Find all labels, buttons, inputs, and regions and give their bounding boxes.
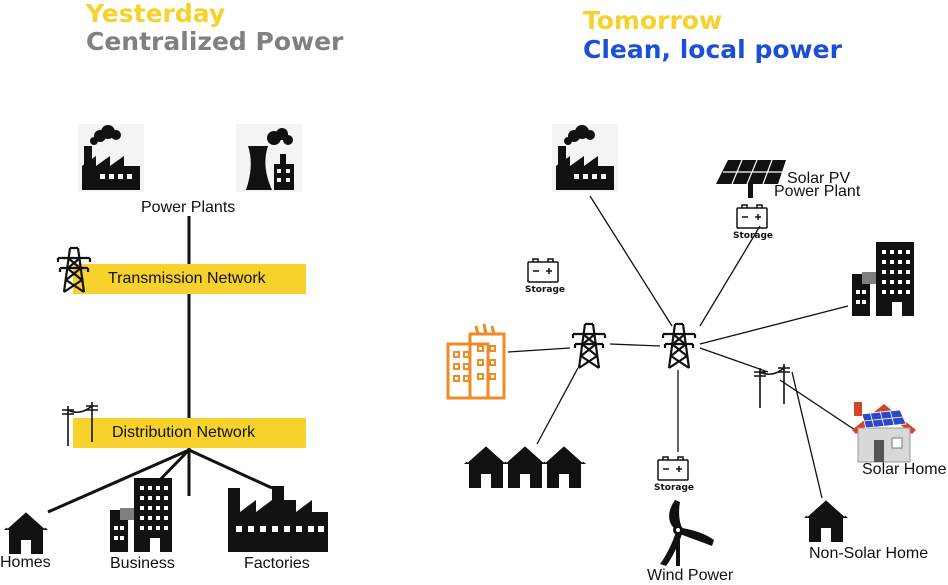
business-label: Business [110,555,175,572]
solar-pv-storage-label: Storage [733,231,774,241]
orange-solar-building-icon [446,323,506,400]
wind-turbine-icon [660,500,714,566]
right-office-building-icon [852,242,914,316]
solar-pv-label-line-2: Power Plant [774,183,861,200]
left-cooling-tower-icon [236,124,302,192]
solar-home-label: Solar Home [862,461,947,478]
left-storage-label: Storage [525,285,566,295]
right-kicker: Tomorrow [583,6,723,35]
distribution-network-label: Distribution Network [112,424,256,441]
business-office-building-icon [110,478,172,552]
non-solar-house-icon [803,497,849,543]
left-storage-battery-icon [527,258,559,283]
homes-house-icon [3,509,49,555]
homes-label: Homes [0,554,51,571]
right-connection-lines [507,195,859,499]
factories-factory-icon [228,486,328,552]
wind-power-label: Wind Power [647,567,734,584]
right-transmission-tower-icon-1 [571,322,607,370]
transmission-network-label: Transmission Network [108,270,266,287]
right-title: Clean, local power [583,35,842,64]
left-power-plant-factory-icon [78,124,144,192]
right-factory-icon [552,124,618,192]
factories-label: Factories [244,555,310,572]
wind-storage-label: Storage [654,483,695,493]
solar-panel-icon [716,159,786,198]
non-solar-home-label: Non-Solar Home [809,545,929,562]
solar-pv-label-line-1: Solar PV [787,170,851,187]
transmission-bar [73,264,306,294]
power-plants-label: Power Plants [141,199,236,216]
right-transmission-tower-icon-2 [661,322,697,370]
right-power-pole-icon [753,363,791,409]
houses-row-icon [463,443,587,489]
left-kicker: Yesterday [86,0,226,28]
solar-pv-storage-battery-icon [736,204,768,229]
solar-house-icon [852,402,916,463]
left-title: Centralized Power [86,27,344,56]
distribution-bar [73,418,306,448]
wind-storage-battery-icon [657,456,689,481]
